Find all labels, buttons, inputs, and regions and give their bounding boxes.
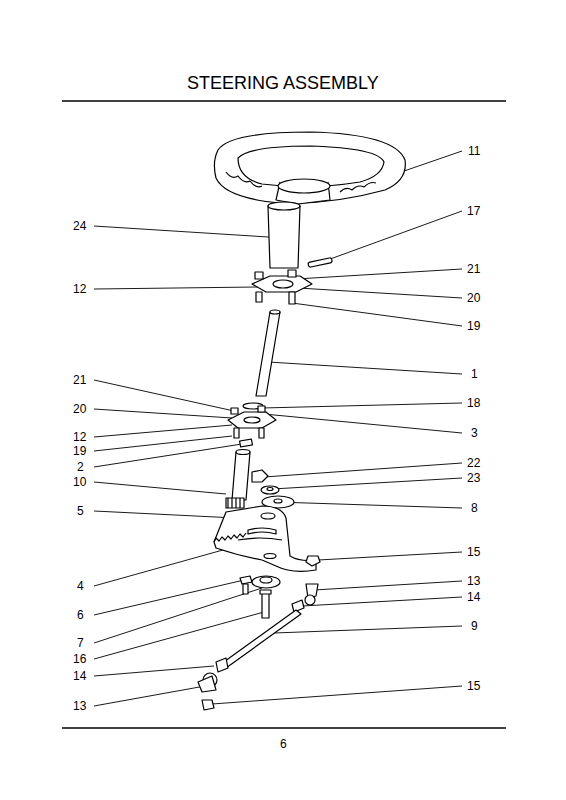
tie-rod	[198, 584, 318, 710]
leader-lines	[94, 151, 462, 706]
callout-number: 11	[467, 144, 481, 158]
callout-number: 20	[466, 291, 481, 305]
callout-number: 9	[470, 619, 479, 633]
callout-number: 14	[72, 669, 87, 683]
callout-number: 19	[72, 444, 87, 458]
callout-number: 22	[466, 456, 481, 470]
callout-number: 18	[466, 396, 481, 410]
callout-number: 14	[466, 590, 481, 604]
rule	[62, 727, 506, 729]
upper-bracket	[252, 270, 312, 304]
callout-number: 15	[466, 679, 481, 693]
page-number: 6	[279, 737, 288, 751]
callout-number: 5	[76, 504, 85, 518]
sector-gear-arm	[214, 506, 320, 571]
callout-number: 8	[470, 501, 479, 515]
callout-number: 12	[72, 430, 87, 444]
callout-number: 20	[72, 402, 87, 416]
page-title: STEERING ASSEMBLY	[187, 72, 379, 94]
callout-number: 2	[76, 460, 85, 474]
callout-number: 1	[470, 367, 479, 381]
lower-bracket	[228, 403, 276, 447]
callout-number: 6	[76, 608, 85, 622]
shaft	[256, 310, 280, 396]
callout-number: 4	[76, 579, 85, 593]
callout-number: 16	[72, 652, 87, 666]
callout-number: 21	[466, 262, 481, 276]
rule	[62, 100, 506, 102]
callout-number: 17	[466, 204, 481, 218]
callout-number: 10	[72, 475, 87, 489]
callout-number: 23	[466, 471, 481, 485]
lower-shaft-and-pinion	[226, 450, 250, 509]
callout-number: 12	[72, 282, 87, 296]
callout-number: 15	[466, 545, 481, 559]
callout-number: 13	[466, 574, 481, 588]
steering-wheel	[214, 132, 405, 204]
callout-number: 24	[72, 219, 87, 233]
callout-number: 7	[76, 636, 85, 650]
callout-number: 21	[72, 373, 87, 387]
callout-number: 3	[470, 426, 479, 440]
pivot-parts	[240, 576, 280, 618]
washers	[252, 470, 294, 508]
steering-column-part	[268, 202, 332, 268]
callout-number: 13	[72, 699, 87, 713]
callout-number: 19	[466, 319, 481, 333]
